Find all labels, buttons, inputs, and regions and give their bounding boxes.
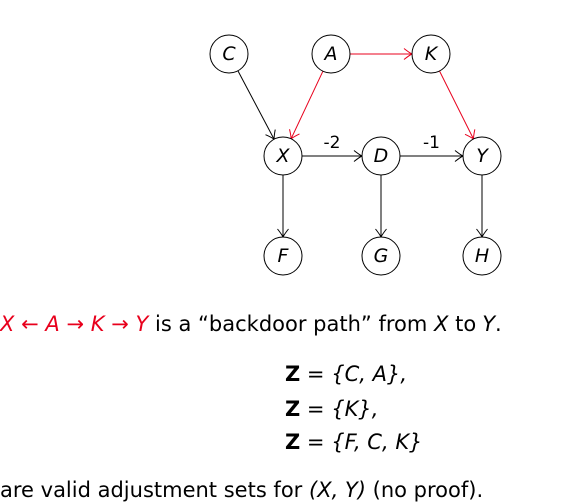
node-circle [462, 136, 502, 176]
edge-d-g [375, 175, 387, 239]
node-circle [209, 34, 249, 74]
path-arrow-1: ← [21, 312, 39, 336]
node-c: C [209, 34, 249, 74]
adjustment-set-1: Z = {C, A}, [285, 362, 407, 386]
node-h: H [462, 236, 502, 276]
node-f: F [263, 236, 303, 276]
text-from: from [378, 312, 428, 336]
conclusion-statement: are valid adjustment sets for (X, Y) (no… [0, 478, 483, 502]
text-is-a: is a [155, 312, 192, 336]
node-label: F [278, 245, 290, 267]
path-node-y: Y [135, 312, 149, 336]
set-contents: {C, A}, [331, 362, 407, 386]
edge-x-d: -2 [302, 133, 364, 162]
equals-sign: = [306, 362, 325, 386]
edge-a-k [350, 48, 414, 60]
equals-sign: = [306, 430, 325, 454]
node-x: X [263, 136, 303, 176]
adjustment-set-3: Z = {F, C, K} [285, 430, 422, 454]
adjustment-set-2: Z = {K}, [285, 397, 378, 421]
node-circle [462, 236, 502, 276]
node-y: Y [462, 136, 502, 176]
node-label: G [374, 245, 389, 267]
edge-x-f [277, 175, 289, 239]
nodes-layer: C A K X D Y F G H [209, 34, 502, 276]
causal-graph: -2 -1 C A K X D Y F G H [209, 34, 502, 276]
edge-k-y [439, 70, 476, 141]
node-circle [361, 136, 401, 176]
equals-sign: = [306, 397, 325, 421]
node-circle [361, 236, 401, 276]
edge-y-h [476, 175, 488, 239]
conclusion-text: are valid adjustment sets for [0, 478, 303, 502]
from-var: X [434, 312, 449, 336]
end-punct: . [495, 312, 502, 336]
edge-c-x [237, 70, 276, 141]
quoted-term: “backdoor path” [198, 312, 372, 336]
node-label: H [475, 245, 489, 267]
edges-layer: -2 -1 [237, 48, 488, 239]
backdoor-path-statement: X ← A → K → Y is a “backdoor path” from … [0, 312, 502, 336]
text-to: to [455, 312, 477, 336]
path-node-a: A [45, 312, 60, 336]
node-g: G [361, 236, 401, 276]
path-arrow-2: → [66, 312, 85, 336]
set-variable: Z [285, 397, 301, 421]
to-var: Y [482, 312, 496, 336]
node-d: D [361, 136, 401, 176]
node-label: Y [476, 145, 489, 167]
node-label: C [222, 43, 236, 65]
edge-d-y: -1 [400, 133, 465, 162]
set-variable: Z [285, 362, 301, 386]
node-k: K [411, 34, 451, 74]
set-contents: {F, C, K} [331, 430, 423, 454]
node-label: A [323, 43, 338, 65]
conclusion-note: (no proof). [372, 478, 484, 502]
set-contents: {K}, [331, 397, 379, 421]
variable-pair: (X, Y) [309, 478, 366, 502]
path-node-x: X [0, 312, 15, 336]
node-label: D [374, 145, 389, 167]
path-node-k: K [90, 312, 105, 336]
node-circle [263, 236, 303, 276]
path-arrow-3: → [111, 312, 129, 336]
edge-weight-label: -2 [324, 133, 341, 153]
arrowhead [265, 129, 276, 141]
edge-line [439, 70, 474, 140]
node-label: K [425, 43, 439, 65]
node-circle [311, 34, 351, 74]
edge-a-x [289, 70, 324, 140]
set-variable: Z [285, 430, 301, 454]
node-a: A [311, 34, 351, 74]
node-circle [263, 136, 303, 176]
edge-weight-label: -1 [423, 133, 440, 153]
node-label: X [275, 145, 290, 167]
node-circle [411, 34, 451, 74]
edge-line [290, 70, 324, 140]
edge-line [237, 70, 275, 140]
